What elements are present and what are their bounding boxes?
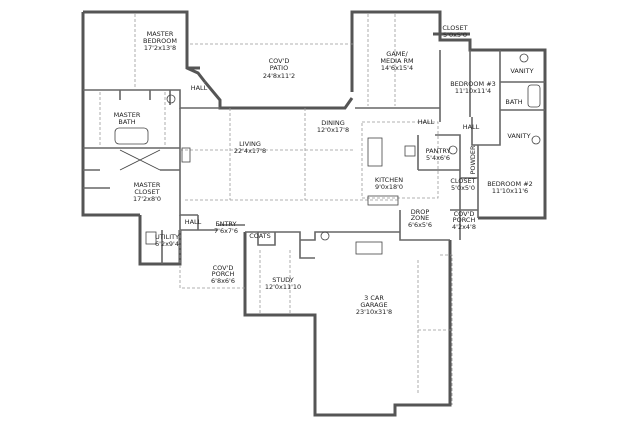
washer-icon xyxy=(145,231,157,245)
bathtub-icon xyxy=(114,127,149,145)
room-hall-master: HALL xyxy=(191,84,208,92)
kitchen-island-icon xyxy=(367,137,383,167)
fixtures xyxy=(114,53,541,255)
exterior-walls xyxy=(81,10,547,417)
sink-icon xyxy=(519,53,529,63)
tub-icon xyxy=(527,84,541,108)
room-hall-bedrooms: HALL xyxy=(463,123,480,131)
dashed-lines xyxy=(99,14,453,405)
water-heater-icon xyxy=(320,231,330,241)
sink-icon xyxy=(531,135,541,145)
room-powder: POWDER xyxy=(469,145,477,175)
interior-walls xyxy=(83,50,545,264)
shower-icon xyxy=(119,149,161,171)
toilet-icon xyxy=(166,94,176,104)
garage-storage-icon xyxy=(355,241,383,255)
room-coats: COATS xyxy=(249,232,271,240)
cooktop-icon xyxy=(404,145,416,157)
room-vanity-1: VANITY xyxy=(510,67,533,75)
counter-icon xyxy=(367,195,399,206)
room-bath: BATH xyxy=(505,98,522,106)
room-hall-entry: HALL xyxy=(185,218,202,226)
room-hall-kitchen: HALL xyxy=(418,118,435,126)
fireplace-icon xyxy=(181,147,191,163)
toilet-icon xyxy=(448,145,458,155)
room-vanity-2: VANITY xyxy=(507,132,530,140)
